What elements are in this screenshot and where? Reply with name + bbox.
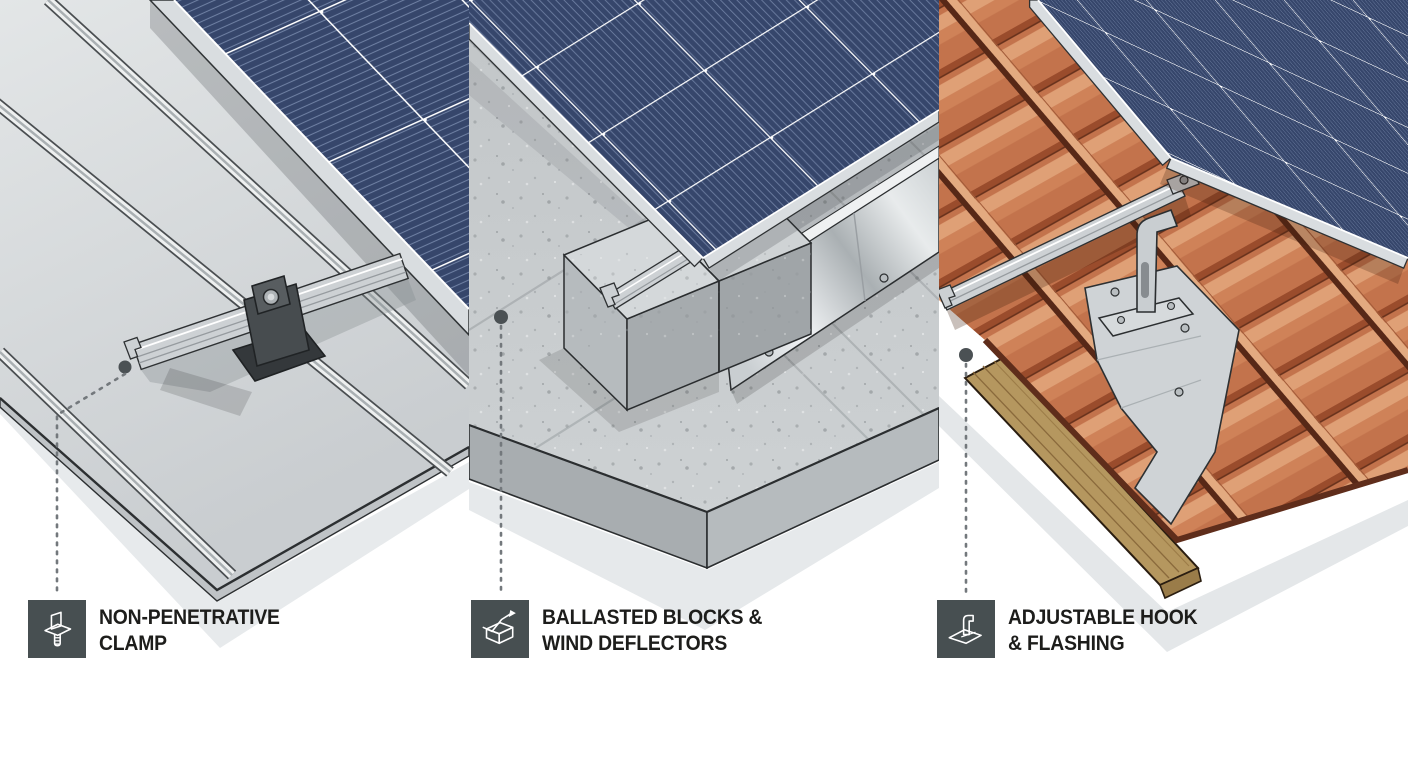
panel-frame <box>148 0 469 337</box>
wood-batten <box>963 356 1202 600</box>
panel-cast-shadow <box>1160 168 1404 284</box>
hook-slot <box>1141 262 1149 298</box>
metal-roof <box>0 0 469 648</box>
rail-end-profile <box>939 284 956 309</box>
caption-ballasted-blocks: BALLASTED BLOCKS & WIND DEFLECTORS <box>471 600 787 658</box>
caption-line-1: NON-PENETRATIVE <box>99 605 280 629</box>
solar-panel <box>469 0 939 282</box>
batten-end-grain <box>1158 566 1202 600</box>
caption-label: ADJUSTABLE HOOK & FLASHING <box>1008 600 1198 656</box>
rail-shadow <box>947 197 1191 330</box>
caption-line-1: ADJUSTABLE HOOK <box>1008 605 1198 629</box>
seam-clamp <box>160 274 327 416</box>
caption-label: NON-PENETRATIVE CLAMP <box>99 600 280 656</box>
flashing-screw <box>1110 287 1120 297</box>
rail-end-profile <box>599 282 620 308</box>
block-shadow <box>539 348 719 432</box>
solar-panel <box>1028 0 1408 284</box>
scene-ballasted-roof <box>469 0 939 630</box>
panel-cast-shadow <box>709 122 939 282</box>
scene-tile-roof <box>939 0 1408 652</box>
flashing-screw <box>1174 387 1184 397</box>
clamp-shadow <box>160 368 252 416</box>
tile-eave-edge <box>982 337 1408 544</box>
flashing-screw <box>1180 323 1190 333</box>
clamp-icon <box>28 600 86 658</box>
caption-line-1: BALLASTED BLOCKS & <box>542 605 763 629</box>
caption-non-penetrative-clamp: NON-PENETRATIVE CLAMP <box>28 600 300 658</box>
mounting-rail <box>939 169 1200 330</box>
callout-dot <box>118 360 132 374</box>
caption-line-2: & FLASHING <box>1008 631 1125 655</box>
caption-adjustable-hook: ADJUSTABLE HOOK & FLASHING <box>937 600 1218 658</box>
adjustable-hook <box>1097 208 1195 337</box>
callout-dot <box>959 348 973 362</box>
caption-line-2: CLAMP <box>99 631 167 655</box>
roof-ground-shadow <box>469 462 939 630</box>
hook-flashing-icon <box>937 600 995 658</box>
leader-line <box>55 372 127 598</box>
deflector-screw <box>879 273 889 283</box>
callout-dot <box>494 310 508 324</box>
standing-seams <box>0 0 469 580</box>
rail-end-profile <box>123 336 142 360</box>
caption-line-2: WIND DEFLECTORS <box>542 631 728 655</box>
ballast-block-icon <box>471 600 529 658</box>
roof-ground-shadow <box>0 404 469 648</box>
caption-label: BALLASTED BLOCKS & WIND DEFLECTORS <box>542 600 763 656</box>
scene-standing-seam-roof <box>0 0 469 648</box>
